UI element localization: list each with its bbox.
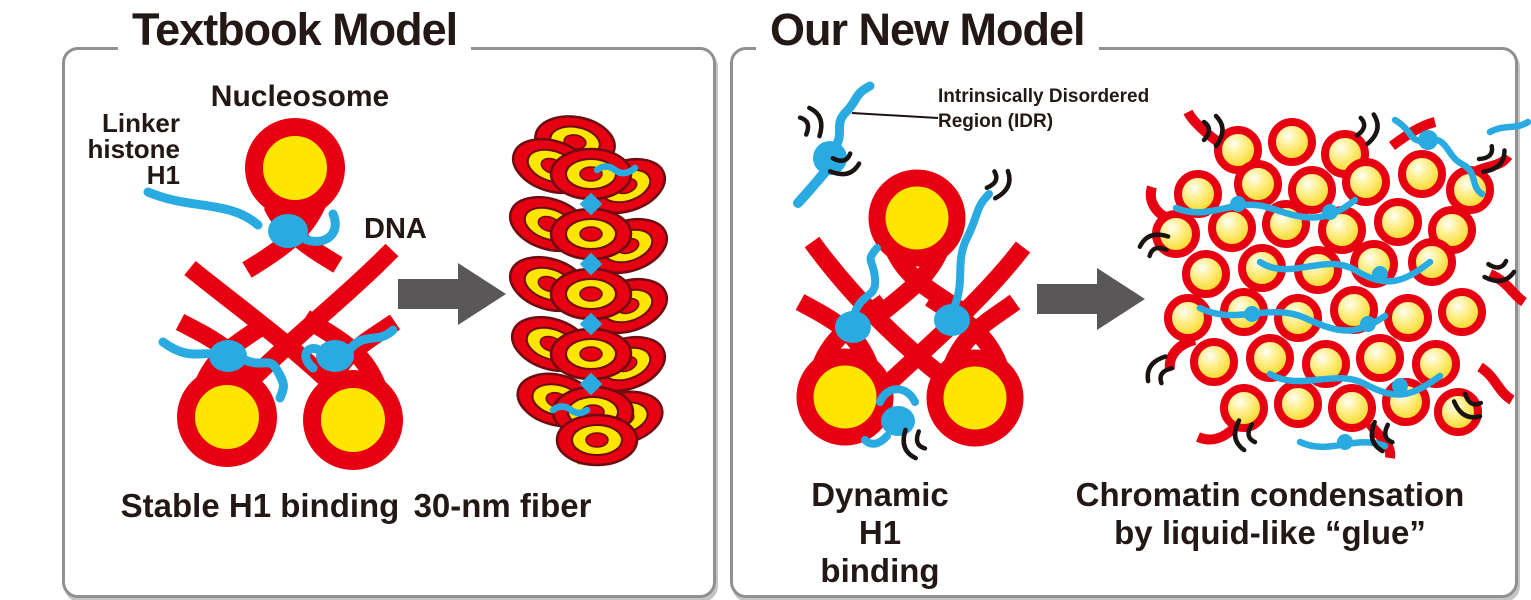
dynamic-h1-nucleosome-trio-illustration [795,150,1031,485]
nucleosome-cores [177,118,403,470]
stable-h1-binding-caption: Stable H1 binding [120,487,400,524]
h1-tail-wave-top [593,163,639,177]
free-h1-blob [1418,130,1438,150]
nucleosome-cores [796,169,1024,447]
our-new-model-title: Our New Model [756,4,1099,56]
dna-label: DNA [364,213,427,245]
chromatin-condensation-caption: Chromatin condensation by liquid-like “g… [1075,476,1465,551]
dynamic-h1-binding-caption: Dynamic H1 binding [811,476,949,589]
vibration-arcs-icon [798,106,826,141]
thirty-nm-fiber-illustration [501,109,676,467]
nucleosome-label: Nucleosome [210,80,390,113]
free-h1-idr-illustration [793,81,939,208]
idr-pointer-line [851,112,939,119]
stable-h1-nucleosome-trio-illustration [143,118,403,470]
arrow-right-icon [1037,268,1145,330]
arrow-right-icon [398,263,506,325]
h1-tail-wave-bottom [549,403,591,417]
nucleosome-beads [1152,118,1494,436]
textbook-model-title: Textbook Model [118,4,472,56]
thirty-nm-fiber-caption: 30-nm fiber [413,487,592,524]
h1-globular-domain [813,141,847,175]
h1-histones [143,187,398,403]
idr-label: Intrinsically Disordered Region (IDR) [938,86,1150,132]
vibration-arcs-icon [899,426,927,461]
h1-glue-chains [1172,116,1531,451]
linker-histone-h1-label: Linker histone H1 [87,108,180,190]
chromatin-condensate-illustration [1140,109,1531,459]
